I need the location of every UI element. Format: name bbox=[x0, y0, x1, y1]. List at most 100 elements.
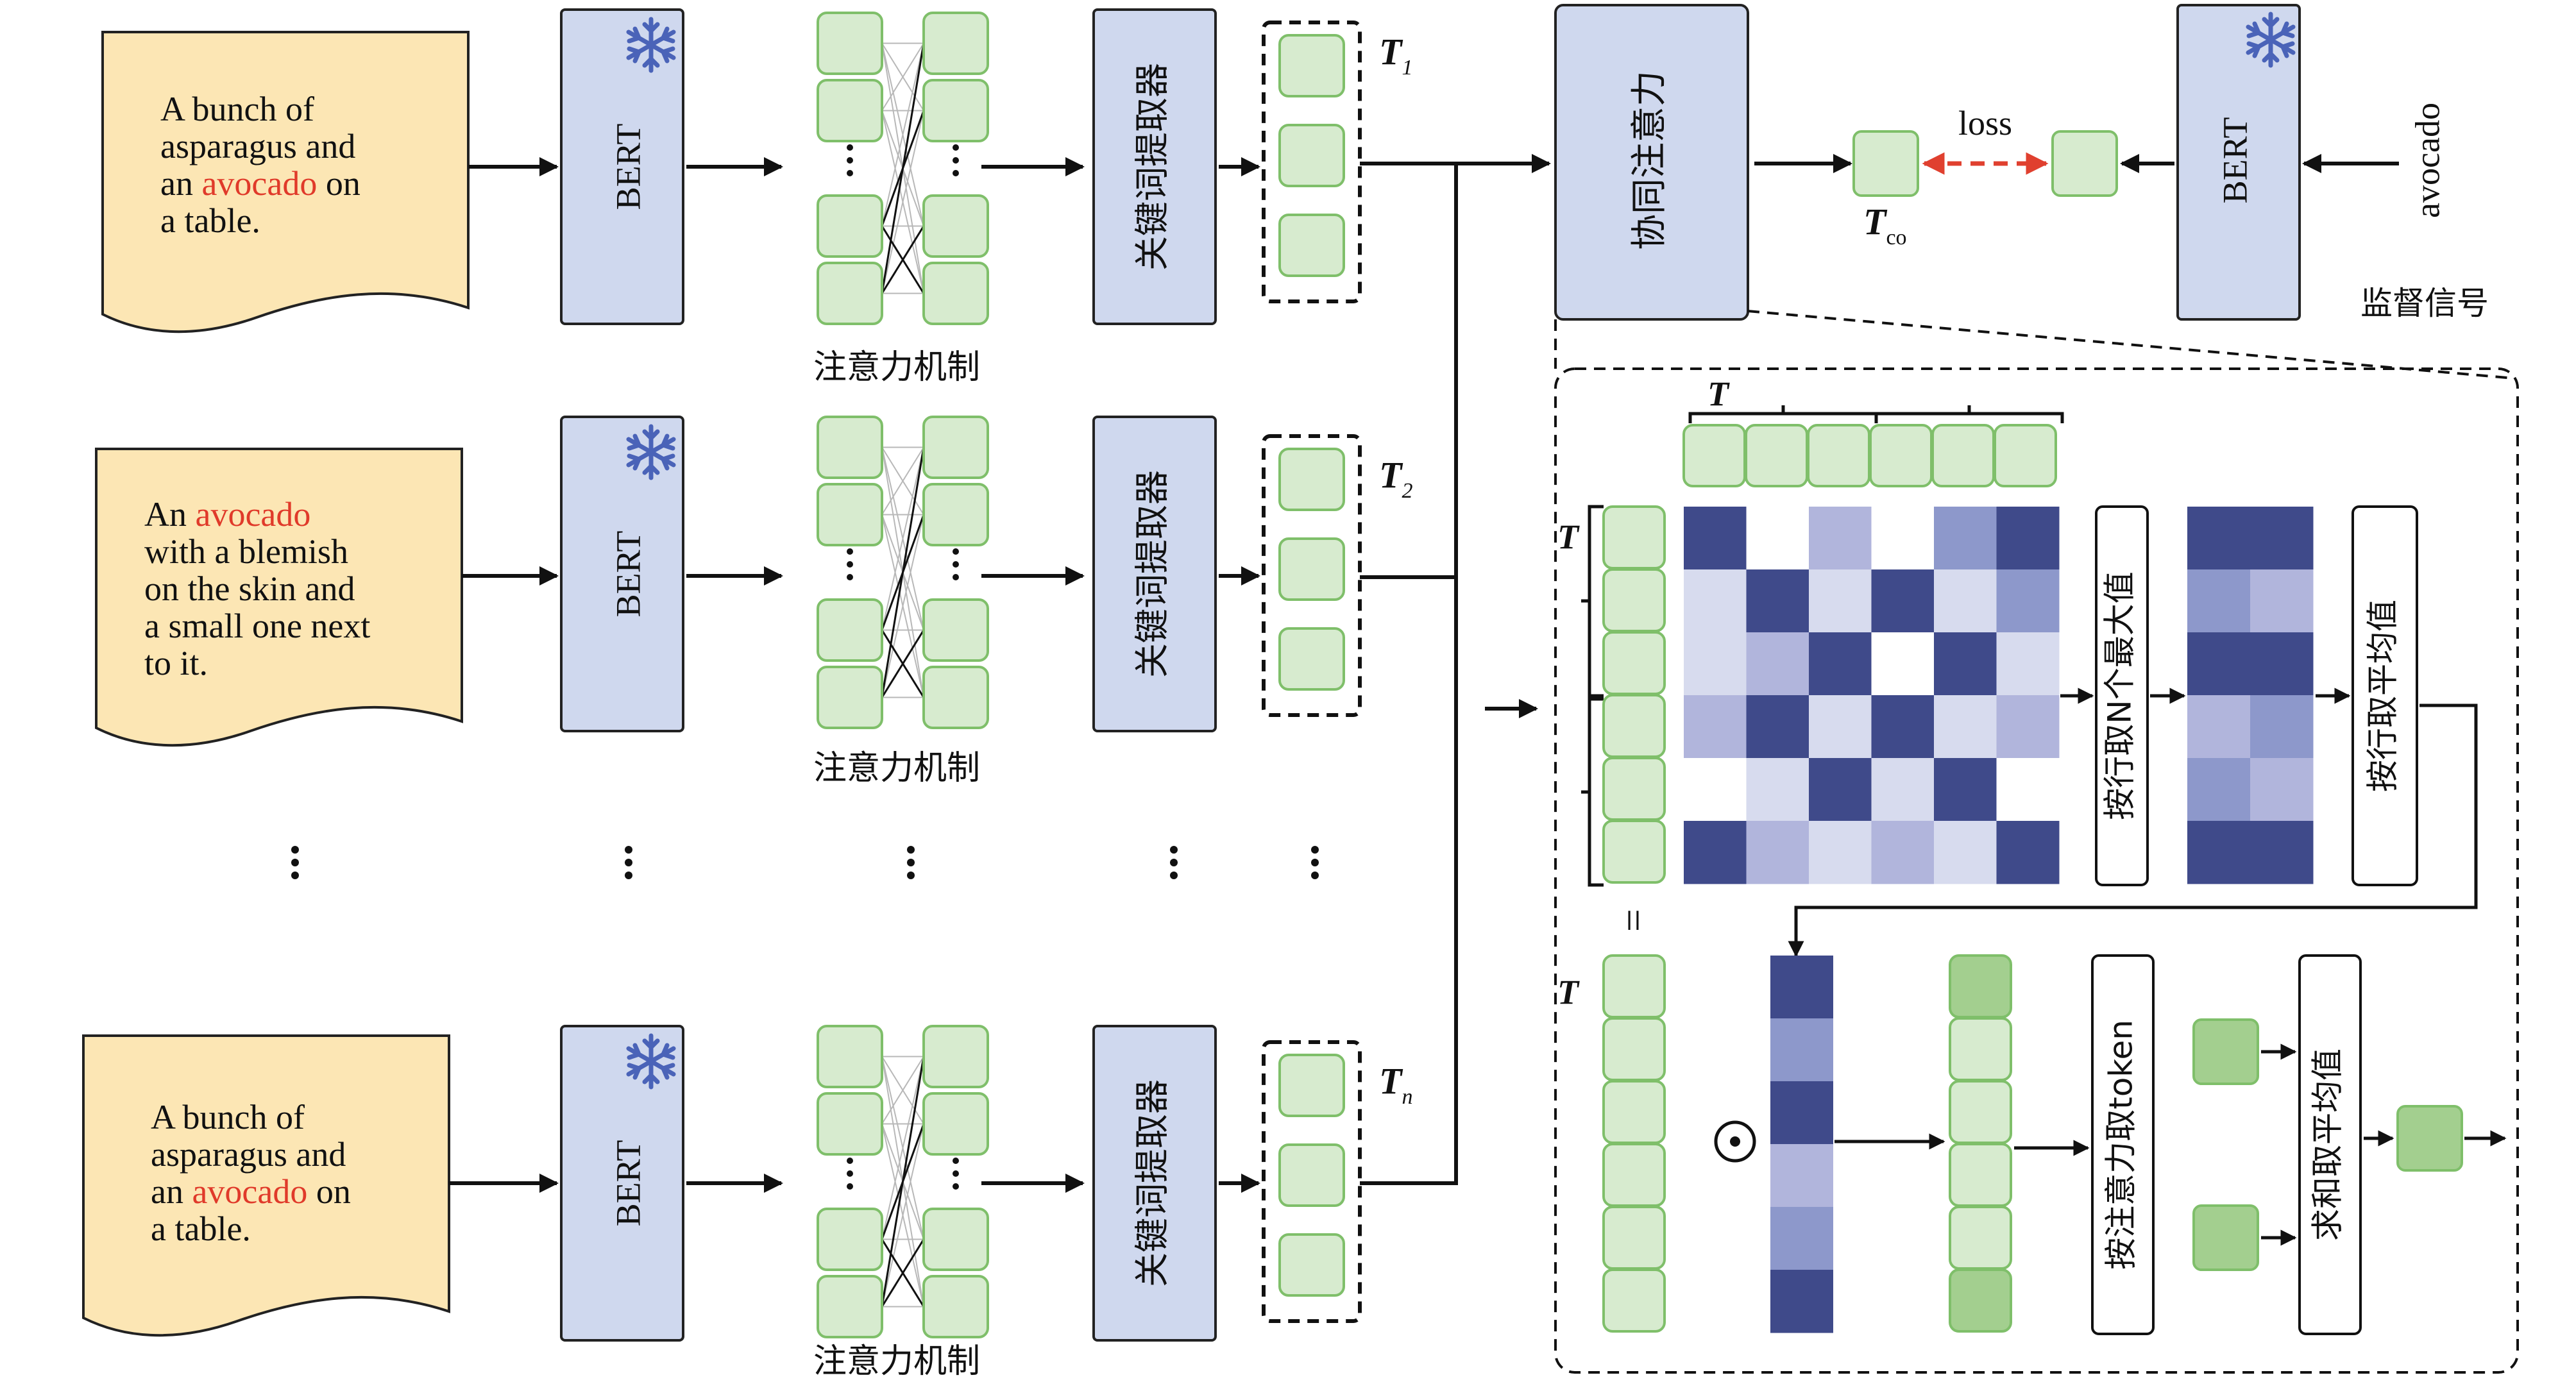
topn-cell bbox=[2187, 569, 2251, 633]
brace-top-right bbox=[1874, 405, 2064, 423]
attention-label-1: 注意力机制 bbox=[813, 348, 980, 387]
topn-cell bbox=[2250, 821, 2314, 884]
topn-cell bbox=[2250, 507, 2314, 570]
topn-cell bbox=[2250, 632, 2314, 696]
topn-cell bbox=[2250, 758, 2314, 822]
sum-mean-label: 求和取平均值 bbox=[2309, 1049, 2346, 1241]
topn-cell bbox=[2187, 695, 2251, 759]
connector-mean-vector bbox=[1788, 704, 2478, 957]
ellipsis-icon bbox=[847, 170, 853, 176]
bert-label-3: BERT bbox=[609, 1140, 647, 1227]
brace-left-top bbox=[1581, 505, 1604, 698]
heatmap-cell bbox=[1684, 821, 1747, 884]
token bbox=[817, 12, 883, 75]
heatmap-cell bbox=[1996, 569, 2060, 633]
doc-text-segment: asparagus and bbox=[160, 127, 355, 165]
doc1-line-3: an avocado on bbox=[160, 164, 360, 203]
token bbox=[1602, 1268, 1666, 1333]
doc2-line-2: with a blemish bbox=[144, 532, 348, 571]
ellipsis-icon bbox=[625, 846, 632, 879]
attention-link bbox=[881, 42, 924, 112]
weight-cell bbox=[1770, 1018, 1833, 1082]
heatmap-cell bbox=[1684, 632, 1747, 696]
token bbox=[1278, 34, 1345, 97]
token bbox=[922, 666, 989, 729]
bert-box-3 bbox=[560, 1025, 684, 1342]
doc3-line-3: an avocado on bbox=[151, 1172, 351, 1211]
heatmap-cell bbox=[1746, 632, 1809, 696]
t2-tokens bbox=[1278, 448, 1345, 691]
token bbox=[1682, 424, 1746, 487]
token bbox=[817, 1092, 883, 1156]
token bbox=[817, 1275, 883, 1338]
token bbox=[922, 598, 989, 662]
extractor-label-3: 关键词提取器 bbox=[1132, 1079, 1173, 1287]
token bbox=[1602, 757, 1666, 821]
result-token bbox=[2396, 1105, 2463, 1172]
attention-link bbox=[881, 43, 924, 226]
t1-label: T1 bbox=[1379, 31, 1412, 80]
attention-block-3 bbox=[817, 1025, 989, 1338]
doc-text-segment: on bbox=[307, 1172, 351, 1211]
token bbox=[1278, 627, 1345, 691]
doc1-line-2: asparagus and bbox=[160, 127, 355, 165]
attention-link-strong bbox=[881, 225, 925, 294]
doc-text-segment: on bbox=[317, 164, 360, 203]
sum-mean-box bbox=[2298, 954, 2362, 1335]
token bbox=[1602, 1017, 1666, 1081]
highlight-keyword: avocado bbox=[192, 1172, 307, 1211]
token bbox=[1949, 1080, 2012, 1144]
token bbox=[922, 1275, 989, 1338]
ellipsis-icon bbox=[847, 1170, 853, 1177]
extractor-box-1 bbox=[1092, 8, 1217, 325]
weight-vector bbox=[1770, 956, 1833, 1333]
selected-token bbox=[1949, 954, 2012, 1018]
attention-link bbox=[881, 514, 924, 698]
heatmap-cell bbox=[1871, 758, 1935, 822]
heatmap-cell bbox=[1934, 569, 1997, 633]
doc-text-segment: to it. bbox=[144, 644, 208, 682]
heatmap-cell bbox=[1871, 821, 1935, 884]
coattention-box bbox=[1554, 4, 1749, 321]
ellipsis-icon bbox=[847, 157, 853, 164]
equals-sign: = bbox=[1611, 909, 1656, 932]
doc-text-segment: A bunch of bbox=[151, 1098, 305, 1136]
weight-cell bbox=[1770, 1081, 1833, 1145]
token bbox=[1602, 954, 1666, 1018]
highlight-keyword: avocado bbox=[196, 495, 311, 534]
ellipsis-icon bbox=[953, 548, 959, 555]
t1-output-frame bbox=[1262, 21, 1362, 303]
attention-link bbox=[881, 110, 924, 294]
attention-link bbox=[881, 446, 924, 516]
heatmap-cell bbox=[1871, 507, 1935, 570]
brace-left-bottom bbox=[1581, 697, 1604, 887]
heatmap-cell bbox=[1996, 821, 2060, 884]
weight-cell bbox=[1770, 1207, 1833, 1270]
ellipsis-icon bbox=[847, 144, 853, 151]
heatmap-cell bbox=[1934, 695, 1997, 759]
heatmap-cell bbox=[1684, 695, 1747, 759]
ellipsis-icon bbox=[953, 170, 959, 176]
heatmap-cell bbox=[1809, 632, 1872, 696]
attention-block-2 bbox=[817, 416, 989, 729]
token bbox=[1278, 1143, 1345, 1207]
row-1: A bunch of asparagus and an avocado on a… bbox=[101, 8, 1412, 387]
tn-tokens bbox=[1278, 1054, 1345, 1297]
heatmap-cell bbox=[1871, 632, 1935, 696]
token bbox=[1278, 448, 1345, 511]
t2-output-frame bbox=[1262, 434, 1362, 717]
tco-token bbox=[1852, 130, 1919, 197]
heatmap-cell bbox=[1934, 507, 1997, 570]
attention-link-strong bbox=[881, 1238, 925, 1308]
doc-text-segment: on the skin and bbox=[144, 569, 355, 608]
token bbox=[1602, 1080, 1666, 1144]
token bbox=[1278, 1054, 1345, 1117]
token bbox=[922, 416, 989, 479]
bert-box-supervision bbox=[2176, 4, 2301, 321]
token bbox=[922, 79, 989, 142]
extractor-label-1: 关键词提取器 bbox=[1132, 63, 1173, 271]
token bbox=[1602, 1143, 1666, 1207]
odot-icon-dot bbox=[1730, 1136, 1740, 1147]
